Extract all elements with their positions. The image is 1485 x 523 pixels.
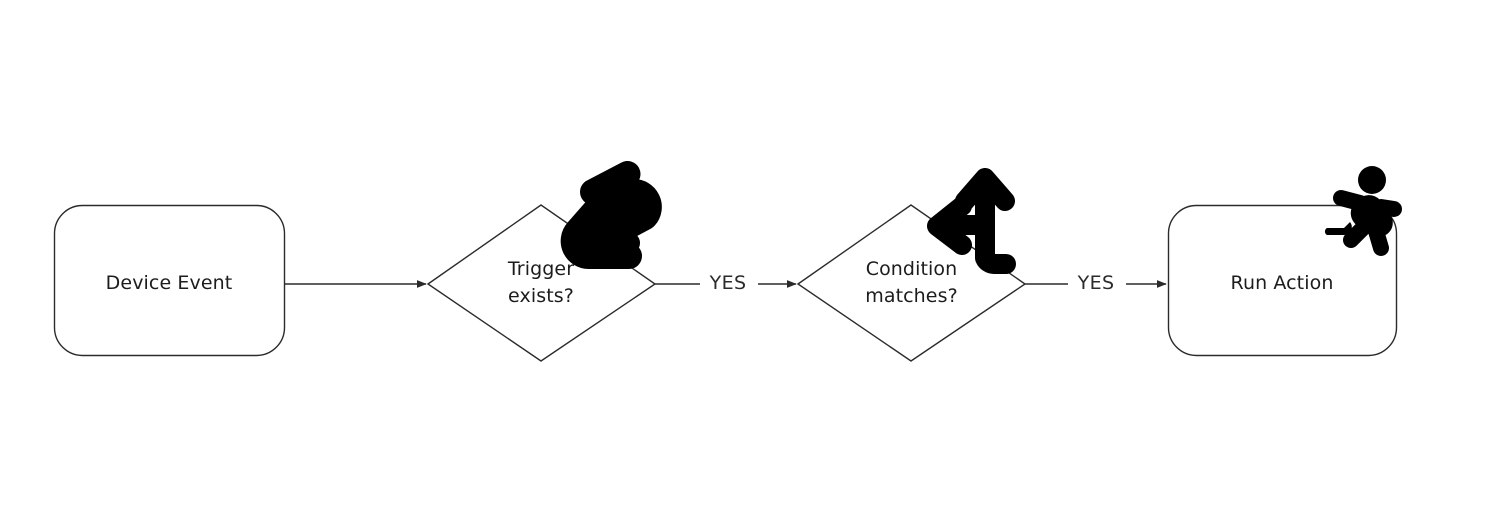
node-device-event[interactable] [53,204,286,357]
lightning-bolt-icon [560,161,662,269]
edge-label-trigger-yes: YES [709,272,747,294]
edge-label-condition-yes: YES [1077,272,1115,294]
node-run-action[interactable] [1167,204,1398,357]
running-person-icon [1324,166,1402,256]
branch-fork-arrow-icon [927,168,1016,274]
